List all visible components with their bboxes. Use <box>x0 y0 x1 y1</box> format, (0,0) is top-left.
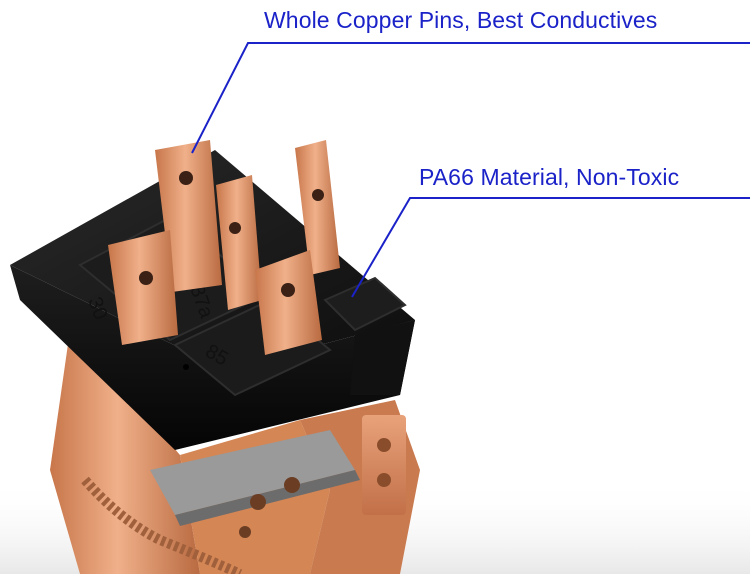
copper-pin <box>216 175 262 310</box>
copper-frame <box>50 330 420 574</box>
leader-line-housing <box>351 197 750 298</box>
copper-pin <box>295 140 340 275</box>
callout-copper-pins: Whole Copper Pins, Best Conductives <box>264 7 658 33</box>
copper-pins <box>108 140 340 355</box>
leader-line-copper-pins <box>191 42 750 154</box>
callout-pa66-material: PA66 Material, Non-Toxic <box>419 164 680 190</box>
copper-pin <box>108 230 178 345</box>
copper-pin <box>255 250 322 355</box>
